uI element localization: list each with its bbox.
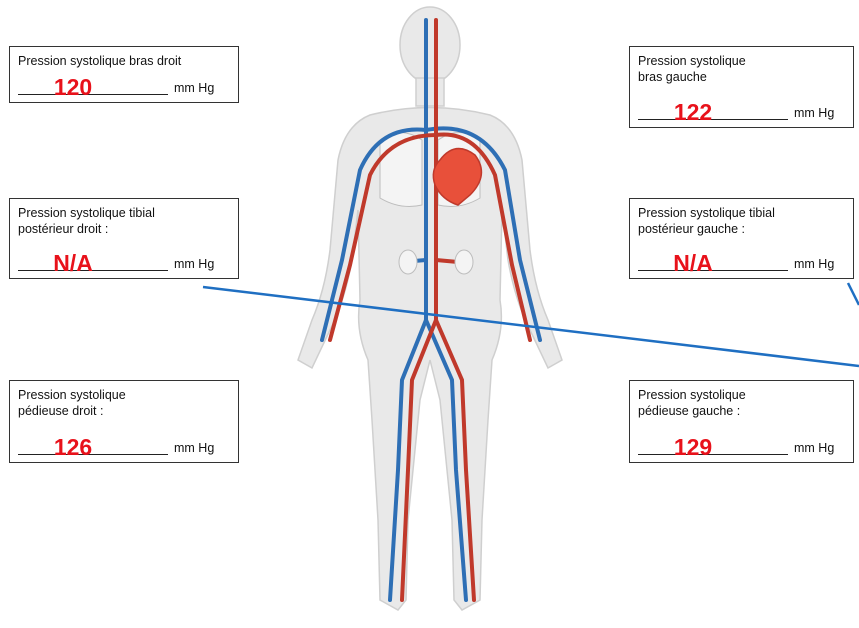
unit-label: mm Hg — [174, 441, 214, 455]
field-label-line2: postérieur droit : — [18, 221, 232, 237]
value-text: 120 — [18, 76, 168, 99]
field-label-line2: pédieuse gauche : — [638, 403, 847, 419]
field-label-line2: pédieuse droit : — [18, 403, 232, 419]
field-tibial-left: Pression systolique tibial postérieur ga… — [629, 198, 854, 279]
field-pedal-right: Pression systolique pédieuse droit : 126… — [9, 380, 239, 463]
field-label-line1: Pression systolique — [638, 387, 847, 403]
field-label-line1: Pression systolique — [18, 387, 232, 403]
field-label-line2: postérieur gauche : — [638, 221, 847, 237]
field-label-line2: bras gauche — [638, 69, 847, 85]
field-arm-right: Pression systolique bras droit 120 mm Hg — [9, 46, 239, 103]
value-blank: 122 — [638, 105, 788, 120]
value-text: 129 — [638, 436, 788, 459]
unit-label: mm Hg — [794, 106, 834, 120]
circulatory-system-illustration — [230, 0, 630, 628]
value-text: N/A — [638, 252, 788, 275]
field-tibial-right: Pression systolique tibial postérieur dr… — [9, 198, 239, 279]
field-pedal-left: Pression systolique pédieuse gauche : 12… — [629, 380, 854, 463]
edge-tick — [848, 283, 859, 305]
value-text: 126 — [18, 436, 168, 459]
value-text: 122 — [638, 101, 788, 124]
field-label: Pression systolique bras droit — [18, 53, 232, 69]
value-blank: 120 — [18, 80, 168, 95]
value-blank: N/A — [18, 256, 168, 271]
field-label-line1: Pression systolique tibial — [638, 205, 847, 221]
value-text: N/A — [18, 252, 168, 275]
value-blank: 126 — [18, 440, 168, 455]
value-blank: 129 — [638, 440, 788, 455]
unit-label: mm Hg — [174, 257, 214, 271]
unit-label: mm Hg — [794, 441, 834, 455]
unit-label: mm Hg — [174, 81, 214, 95]
unit-label: mm Hg — [794, 257, 834, 271]
field-label-line1: Pression systolique tibial — [18, 205, 232, 221]
field-arm-left: Pression systolique bras gauche 122 mm H… — [629, 46, 854, 128]
value-blank: N/A — [638, 256, 788, 271]
field-label-line1: Pression systolique — [638, 53, 847, 69]
